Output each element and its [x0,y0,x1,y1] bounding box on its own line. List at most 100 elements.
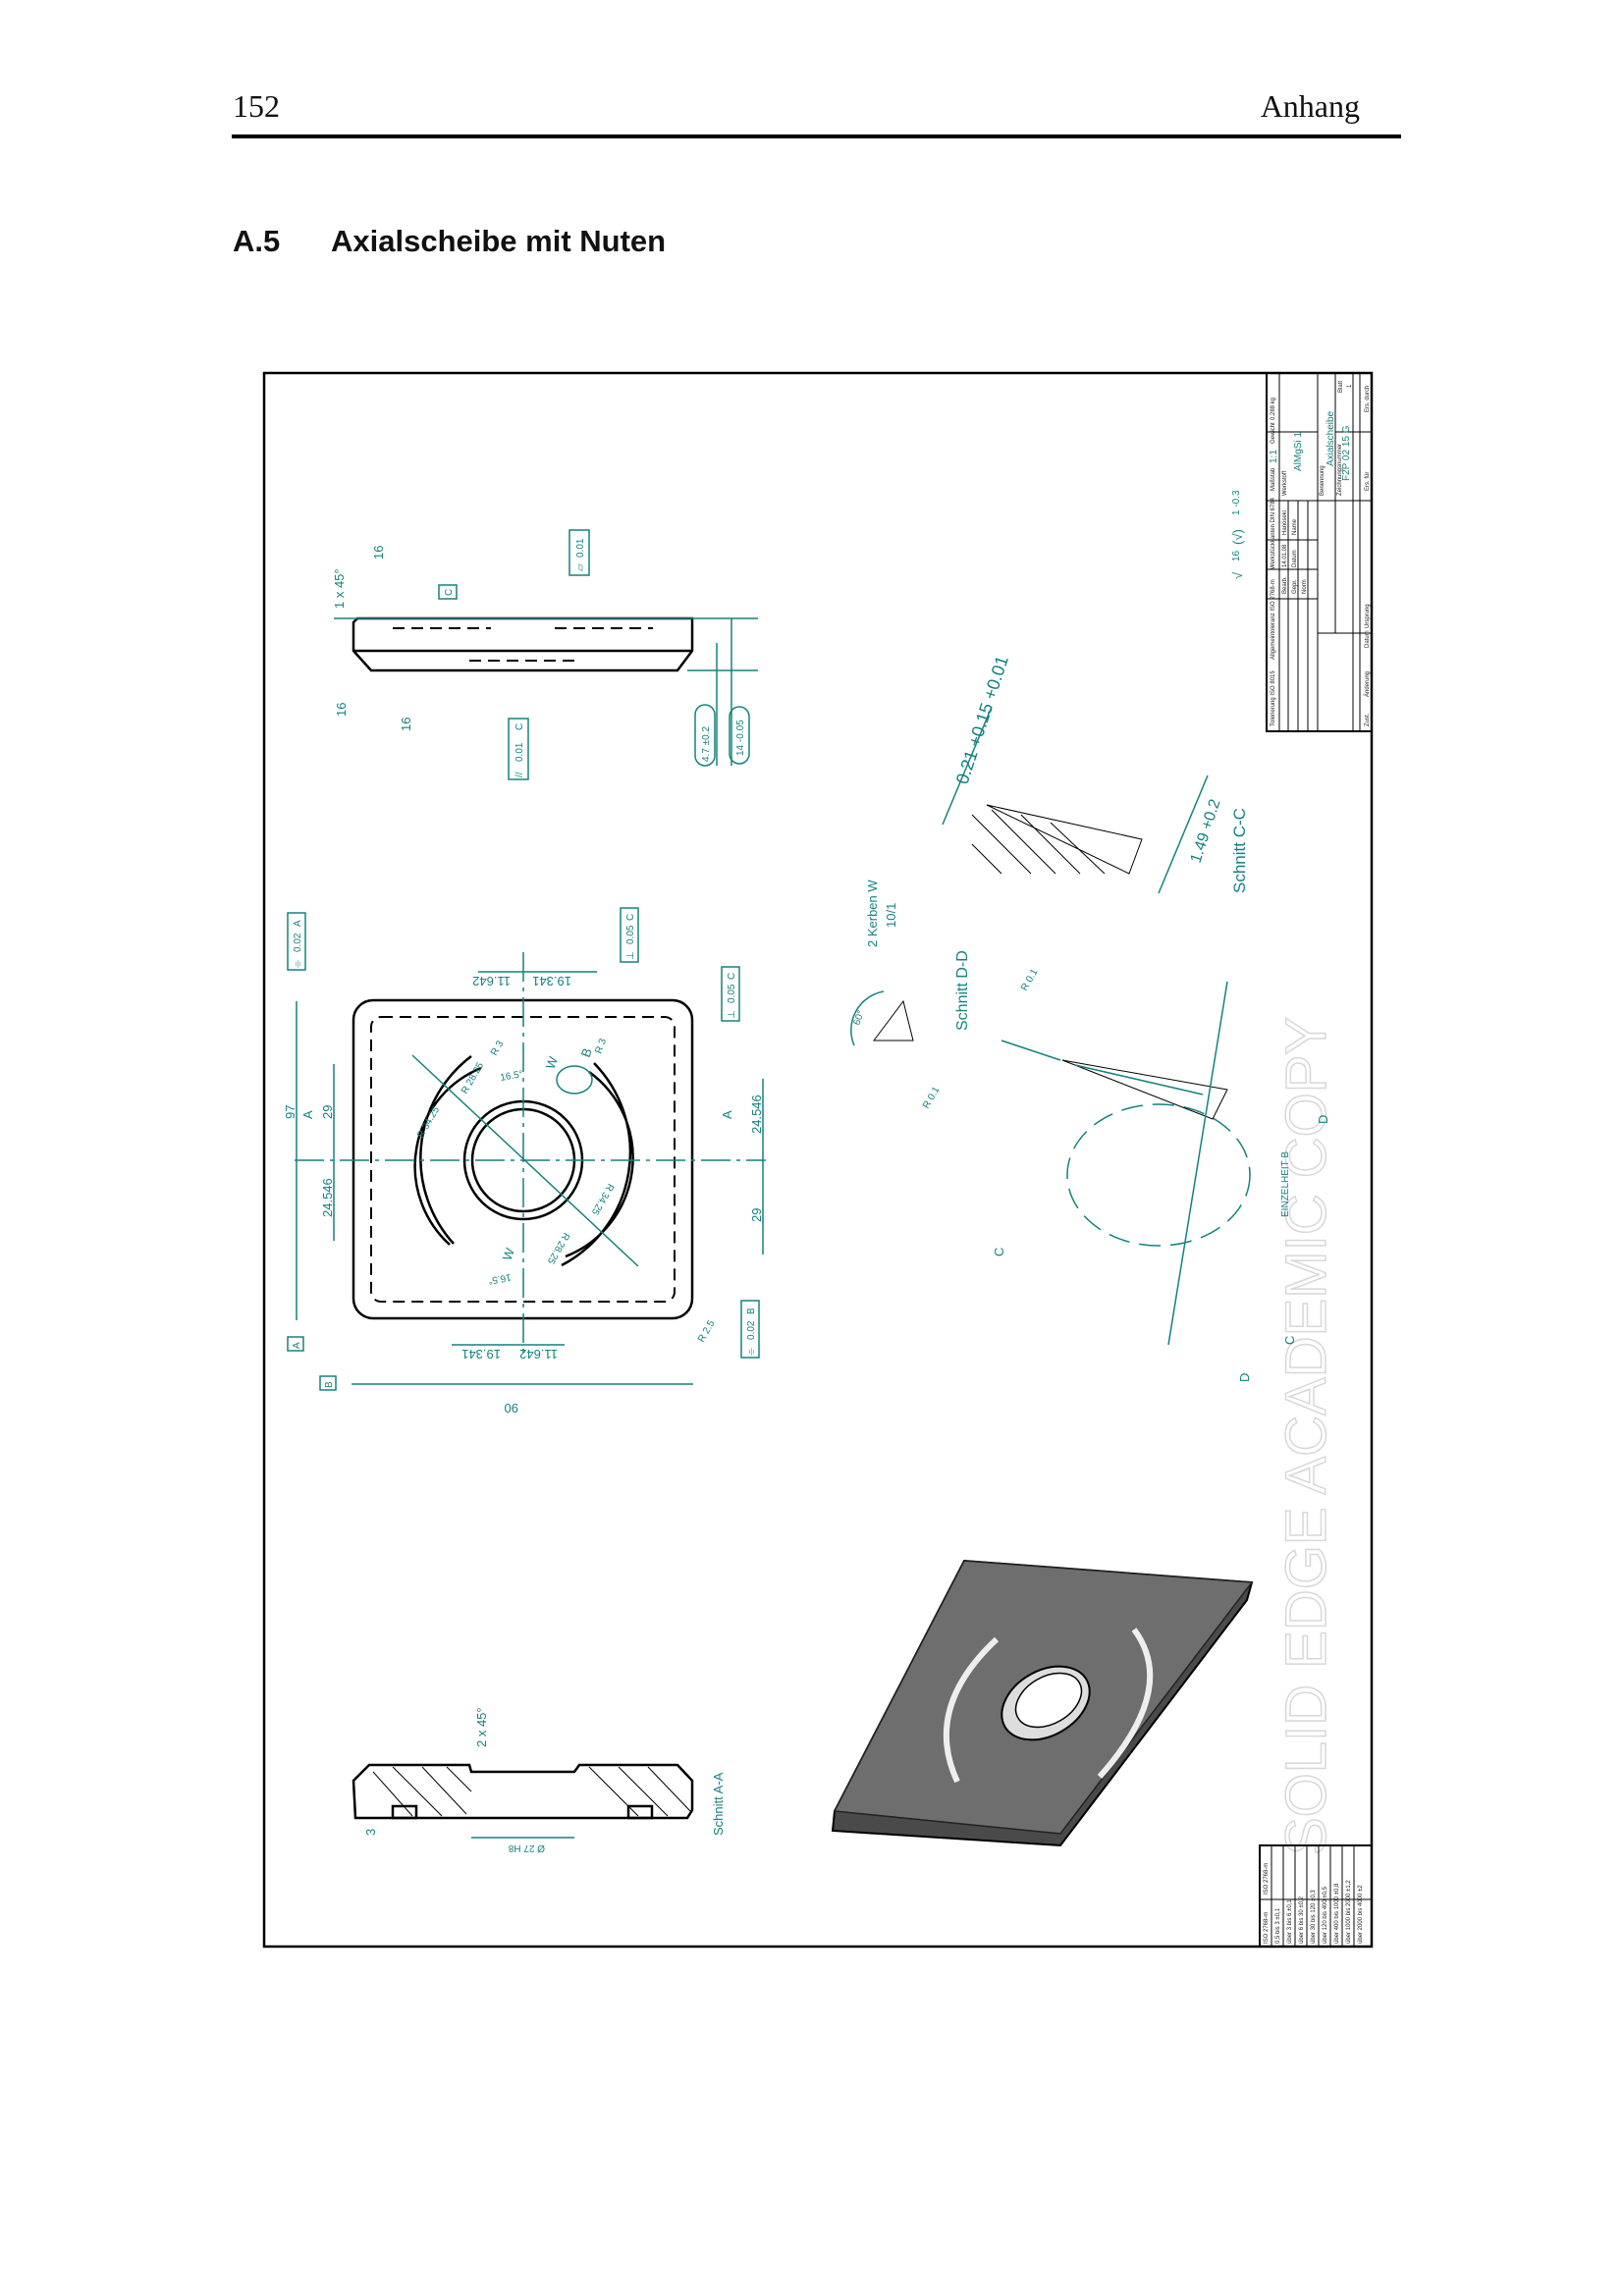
parallelism-frame: // 0.01 C [508,718,529,780]
svg-text:Benennung: Benennung [1320,465,1325,496]
chamfer-dim: 1 x 45° [332,568,347,609]
svg-text:Blatt: Blatt [1338,381,1344,393]
svg-text:Gepr.: Gepr. [1292,579,1298,594]
thickness-groove-dim: 4.7 ±0.2 [701,725,712,762]
cc-label: Schnitt C-C [1230,808,1249,893]
section-a-left: A [300,1110,315,1119]
detail-b-label: EINZELHEIT B [1280,1151,1291,1217]
svg-text:1: 1 [1347,384,1353,388]
dim-r-inner-2: R 28.25 [545,1231,571,1266]
svg-text:C: C [727,973,737,980]
title-block: Tolerierung ISO 8015 Allgemeintoleranz I… [1266,372,1373,732]
dim-r3-2: R 3 [593,1037,609,1055]
svg-text:über 2000 bis 4000 ±2: über 2000 bis 4000 ±2 [1358,1885,1364,1944]
section-d-d: 60° R 0.1 R 0.1 Schnitt D-D 2 Kerben W 1… [850,880,1041,1111]
dd-angle: 60° [851,1009,867,1027]
roughness-2: 16 [334,703,349,717]
section-a-a: 2 x 45° 3 Ø 27 H8 Schnitt A-A [352,1707,726,1853]
svg-text:⊥: ⊥ [625,951,636,960]
svg-text:Ers. durch: Ers. durch [1365,386,1371,412]
dim-r3-1: R 3 [489,1039,507,1057]
svg-text:(√): (√) [1230,529,1245,545]
notch-w2: W [500,1246,518,1262]
dim-r-outer-1: R 34.25 [415,1104,442,1140]
header-rule [232,134,1401,138]
svg-text:B: B [746,1308,757,1314]
svg-text:A: A [293,920,303,927]
svg-text:0.02: 0.02 [293,933,303,952]
svg-text:⏥: ⏥ [575,563,586,571]
dim-bottom-right: 11.642 [519,1347,558,1362]
svg-text:Gewicht: Gewicht [1271,422,1276,444]
datum-c: C [444,589,455,596]
roughness-1: 16 [371,546,386,560]
svg-text:1 -0.3: 1 -0.3 [1231,490,1242,515]
svg-text:Axialscheibe: Axialscheibe [1325,410,1336,466]
symmetry-frame-a: ⌯ 0.02 A [287,912,306,971]
dim-left-upper: 29 [320,1105,335,1119]
cut-c: C [992,1248,1006,1256]
cut-c2: C [1282,1336,1297,1345]
dim-width: 90 [505,1401,518,1415]
svg-text:ISO 2768-m: ISO 2768-m [1264,1912,1270,1944]
svg-text:⌯: ⌯ [293,960,303,968]
svg-text:0.01: 0.01 [514,742,525,762]
svg-text:ISO 2768-m: ISO 2768-m [1264,1863,1270,1895]
angle-bottom: 16.5° [487,1271,512,1286]
chapter-title: Anhang [1260,88,1360,124]
side-view: 1 x 45° 16 16 16 C ⏥ 0.01 // 0.01 C 4.7 … [332,529,758,780]
svg-text:1:1: 1:1 [1269,450,1279,463]
detail-b-marker: B [578,1046,595,1059]
svg-text:Hanoseki: Hanoseki [1282,510,1288,535]
svg-text:16: 16 [1231,550,1242,561]
aa-chamfer: 2 x 45° [474,1707,489,1747]
cc-dim1: 0.21 +0.15 +0.01 [952,654,1012,787]
section-number: A.5 [233,224,281,258]
dim-right-upper: 24.546 [749,1095,764,1134]
svg-text:0.05: 0.05 [727,984,737,1003]
svg-text:⌯: ⌯ [746,1348,757,1356]
svg-text://: // [514,772,525,777]
svg-text:Zust.: Zust. [1365,713,1371,726]
dim-r-outer-2: R 34.25 [589,1182,616,1217]
angle-top: 16.5° [500,1069,524,1084]
svg-text:über 6 bis 30 ±0,2: über 6 bis 30 ±0,2 [1299,1896,1305,1944]
svg-text:über 120 bis 400 ±0,5: über 120 bis 400 ±0,5 [1323,1886,1328,1944]
cut-d1: D [1316,1115,1330,1124]
dim-r-corner: R 2.5 [696,1318,718,1345]
svg-text:C: C [514,723,525,730]
dim-top-right: 19.341 [532,974,571,988]
svg-text:Tolerierung ISO 8015: Tolerierung ISO 8015 [1271,670,1276,726]
aa-label: Schnitt A-A [711,1772,726,1836]
svg-text:Ursprung: Ursprung [1365,604,1371,628]
drawing-frame [262,371,1374,1949]
dd-note: 2 Kerben W [865,880,880,947]
aa-groove-depth: 3 [363,1829,378,1836]
svg-text:Werkstückkanten DIN 6784: Werkstückkanten DIN 6784 [1271,497,1276,569]
svg-text:Bearb.: Bearb. [1282,576,1288,594]
surface-finish-note: √ 16 (√) 1 -0.3 [1230,490,1245,579]
svg-text:über 1000 bis 2000 ±1,2: über 1000 bis 2000 ±1,2 [1346,1880,1352,1944]
perpendicularity-frame-right: ⊥ 0.05 C [721,966,740,1022]
notch-w1: W [543,1054,562,1071]
dim-bottom-left: 19.341 [461,1347,501,1362]
svg-text:über 3 bis 6 ±0,1: über 3 bis 6 ±0,1 [1287,1899,1293,1944]
svg-text:Ers. für: Ers. für [1365,472,1371,491]
page-number: 152 [233,88,280,124]
dd-label: Schnitt D-D [954,950,971,1031]
tolerance-table: ISO 2768-m ISO 2768-m 0,5 bis 3 ±0,1 übe… [1259,1844,1373,1948]
svg-text:Norm: Norm [1302,579,1308,594]
cc-dim2: 1.49 +0.2 [1188,797,1224,865]
symmetry-frame-b: ⌯ 0.02 B [740,1300,760,1359]
svg-text:Änderung: Änderung [1364,671,1371,697]
svg-text:über 400 bis 1000 ±0,8: über 400 bis 1000 ±0,8 [1334,1883,1340,1944]
dim-height: 97 [283,1105,298,1119]
svg-text:Maßstab: Maßstab [1271,467,1276,491]
svg-text:0.01: 0.01 [575,538,586,558]
svg-text:0,5 bis 3 ±0,1: 0,5 bis 3 ±0,1 [1275,1907,1281,1944]
aa-bore: Ø 27 H8 [508,1842,545,1853]
svg-text:C: C [625,914,636,921]
svg-text:0.02: 0.02 [746,1320,757,1340]
dd-r2: R 0.1 [1019,967,1041,993]
